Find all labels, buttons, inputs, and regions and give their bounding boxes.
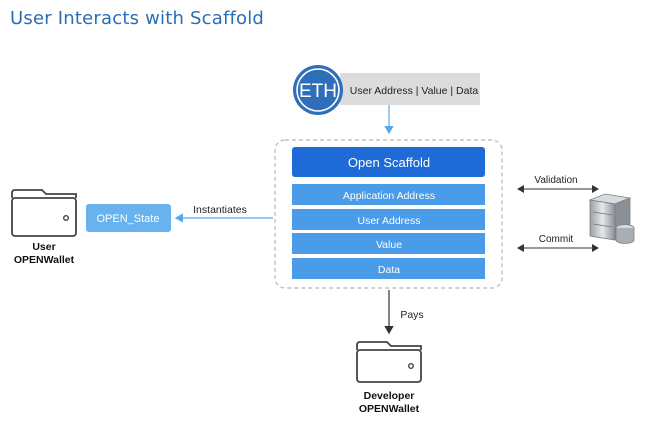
pays-label: Pays [400, 309, 423, 321]
validation-label: Validation [534, 175, 577, 186]
eth-params-text: User Address | Value | Data [350, 85, 479, 97]
user-wallet-line2: OPENWallet [14, 254, 75, 266]
server-icon [588, 193, 635, 244]
commit-label: Commit [539, 234, 574, 245]
developer-wallet-line1: Developer [364, 390, 415, 402]
open-state-label: OPEN_State [97, 213, 160, 225]
scaffold-header: Open Scaffold [348, 155, 430, 170]
open-state-box [86, 204, 171, 232]
field-user-address: User Address [357, 215, 420, 227]
developer-wallet-line2: OPENWallet [359, 403, 420, 415]
field-data: Data [378, 264, 400, 276]
field-box [292, 209, 485, 230]
field-box [292, 233, 485, 254]
eth-logo-text: ETH [299, 81, 337, 102]
scaffold-fields: Application Address User Address Value D… [292, 184, 485, 279]
field-box [292, 184, 485, 205]
instantiates-label: Instantiates [193, 204, 247, 216]
scaffold-header-box [292, 147, 485, 177]
user-wallet-icon [11, 189, 77, 237]
user-wallet-line1: User [32, 241, 55, 253]
field-value: Value [376, 239, 402, 251]
field-application-address: Application Address [343, 190, 435, 202]
field-box [292, 258, 485, 279]
eth-params-box [340, 73, 480, 105]
eth-group: ETH User Address | Value | Data [293, 65, 480, 115]
developer-wallet-icon [356, 341, 422, 383]
page-title: User Interacts with Scaffold [10, 8, 265, 29]
eth-logo-icon [293, 65, 343, 115]
